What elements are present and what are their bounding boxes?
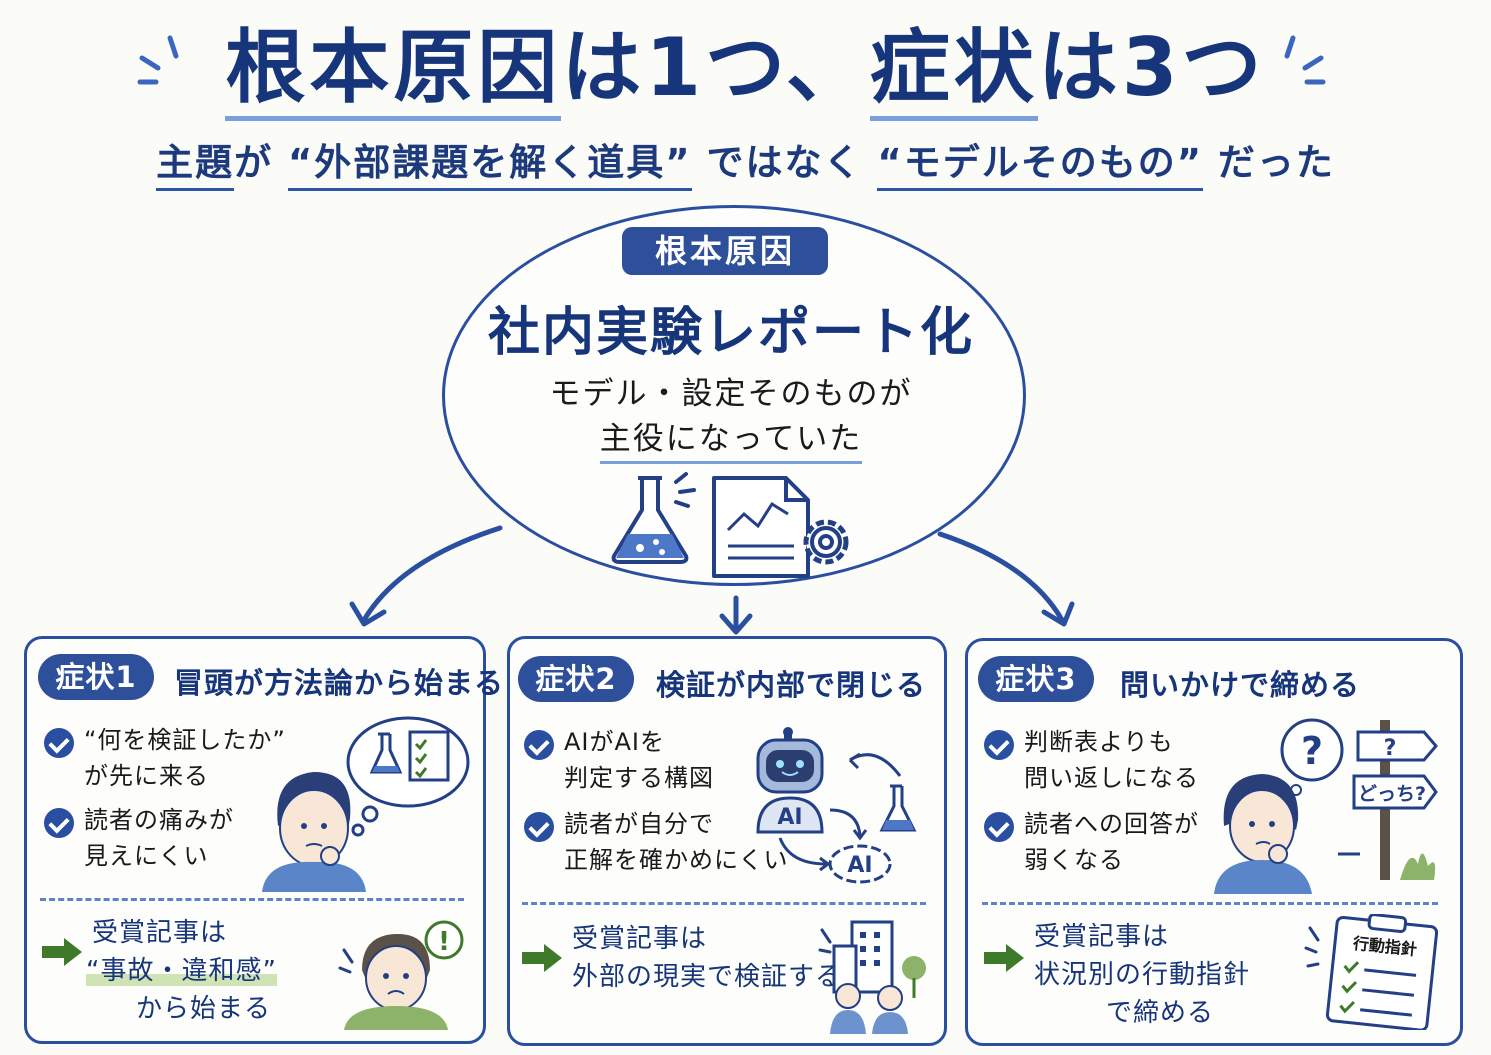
award-text-2: 受賞記事は 外部の現実で検証する: [572, 920, 842, 996]
divider: [40, 898, 464, 901]
award-line: 受賞記事は: [92, 918, 228, 948]
bullet-line: 読者への回答が: [1024, 810, 1199, 838]
arrow-right-icon: [42, 938, 82, 966]
subtitle-was: だった: [1217, 141, 1335, 184]
title-root-cause: 根本原因: [225, 21, 562, 121]
bullet-line: 読者が自分で: [564, 810, 714, 838]
bullet-line: 見えにくい: [84, 842, 209, 870]
award-line: 受賞記事は: [572, 924, 708, 954]
bullet-3-1: 判断表よりも 問い返しになる: [1024, 724, 1199, 796]
award-line-highlight: “事故・違和感”: [86, 956, 277, 986]
subtitle-theme: 主題: [156, 141, 235, 191]
bullet-line: 弱くなる: [1024, 846, 1124, 874]
bullet-line: 判定する構図: [564, 764, 714, 792]
ai-oval-label: AI: [847, 853, 872, 878]
award-line: 外部の現実で検証する: [572, 962, 843, 992]
check-icon: [44, 808, 74, 838]
divider: [522, 902, 926, 905]
thinking-person-icon: [262, 716, 470, 892]
subtitle-model: “モデルそのもの”: [877, 141, 1204, 191]
symptom-badge-1: 症状1: [38, 654, 154, 700]
check-icon: [524, 812, 554, 842]
bullet-2-2: 読者が自分で 正解を確かめにくい: [564, 806, 789, 878]
check-icon: [984, 812, 1014, 842]
symptom-title-1: 冒頭が方法論から始まる: [174, 666, 505, 700]
svg-text:!: !: [438, 927, 450, 957]
subtitle-not: ではなく: [706, 141, 863, 184]
bullet-line: AIがAIを: [564, 728, 665, 756]
root-cause-badge: 根本原因: [622, 227, 828, 275]
robot-ai-label: AI: [777, 805, 802, 830]
check-icon: [44, 728, 74, 758]
report-chart-icon: [712, 476, 849, 578]
root-cause-line2: 主役になっていた: [599, 421, 863, 464]
bullet-line: “何を検証したか”: [84, 726, 286, 754]
sign-bottom-label: どっち?: [1358, 783, 1426, 805]
sparkle-left-icon: [137, 35, 179, 85]
award-line: で締める: [1106, 998, 1215, 1028]
subtitle-ga: が: [234, 141, 274, 184]
award-text-3: 受賞記事は 状況別の行動指針 で締める: [1034, 918, 1250, 1032]
root-cause-line1: モデル・設定そのものが: [549, 376, 913, 412]
award-text-1: 受賞記事は “事故・違和感” から始まる: [86, 914, 277, 1028]
award-line: から始まる: [136, 994, 272, 1024]
robot-icon: AI AI: [756, 727, 917, 884]
sparkle-right-icon: [1284, 35, 1326, 85]
title-symptoms: 症状: [869, 21, 1038, 121]
title-three: は3つ: [1037, 21, 1266, 114]
worried-person-icon: !: [338, 920, 464, 1030]
bullet-1-1: “何を検証したか” が先に来る: [84, 722, 286, 794]
branch-arrows: [349, 525, 1075, 635]
subtitle-tool: “外部課題を解く道具”: [287, 141, 692, 191]
symptom-title-3: 問いかけで締める: [1120, 668, 1361, 702]
clipboard-icon: 行動指針: [1304, 914, 1439, 1030]
bullet-1-2: 読者の痛みが 見えにくい: [84, 802, 234, 874]
root-cause-line2-wrap: 主役になっていた: [442, 413, 1020, 464]
subtitle: 主題が “外部課題を解く道具” ではなく “モデルそのもの” だった: [0, 132, 1491, 191]
symptom-badge-2: 症状2: [518, 656, 634, 702]
bullet-line: 正解を確かめにくい: [564, 846, 789, 874]
check-icon: [524, 730, 554, 760]
divider: [982, 902, 1438, 905]
confused-person-signpost-icon: ? ? どっち?: [1214, 718, 1438, 894]
bullet-line: 読者の痛みが: [84, 806, 234, 834]
flask-icon: [611, 472, 696, 564]
bullet-line: 判断表よりも: [1024, 728, 1174, 756]
city-people-icon: [818, 920, 926, 1034]
award-line: 受賞記事は: [1034, 922, 1170, 952]
award-line: 状況別の行動指針: [1034, 960, 1251, 990]
bullet-2-1: AIがAIを 判定する構図: [564, 724, 714, 796]
symptom-badge-3: 症状3: [978, 656, 1094, 702]
check-icon: [984, 730, 1014, 760]
title-one: は1つ、: [561, 21, 870, 114]
bullet-line: 問い返しになる: [1024, 764, 1199, 792]
root-cause-title: 社内実験レポート化: [487, 303, 974, 363]
gear-icon: [803, 519, 849, 565]
sign-top-label: ?: [1384, 736, 1397, 761]
arrow-right-icon: [522, 944, 562, 972]
question-mark: ?: [1301, 729, 1323, 773]
bullet-3-2: 読者への回答が 弱くなる: [1024, 806, 1199, 878]
symptom-title-2: 検証が内部で閉じる: [656, 668, 927, 702]
arrow-right-icon: [984, 944, 1024, 972]
bullet-line: が先に来る: [84, 762, 209, 790]
main-title: 根本原因は1つ、症状は3つ: [0, 18, 1491, 121]
